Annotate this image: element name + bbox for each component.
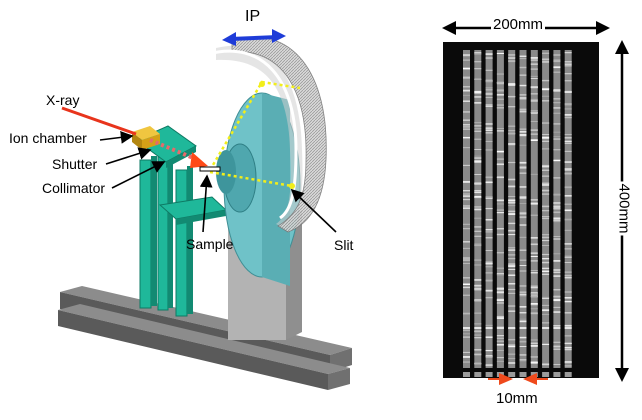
sample xyxy=(199,166,221,172)
ip-image-panel xyxy=(443,42,599,378)
base-platform xyxy=(58,286,352,390)
ip-label: IP xyxy=(245,8,261,25)
ip-strip xyxy=(496,50,504,368)
ip-strip xyxy=(519,50,527,368)
ip-strip xyxy=(564,50,572,368)
strip-width-arrows xyxy=(488,373,548,385)
slit-label: Slit xyxy=(334,237,354,253)
collimator-label: Collimator xyxy=(42,180,106,196)
strip-group xyxy=(463,50,572,377)
strip-width-label: 10mm xyxy=(496,390,538,407)
imaging-plate xyxy=(207,36,327,233)
width-label: 200mm xyxy=(491,16,546,33)
scatter-beams xyxy=(208,80,301,189)
ion-chamber-label: Ion chamber xyxy=(9,130,87,146)
ip-strip xyxy=(542,50,550,368)
ip-strip xyxy=(463,50,470,368)
leader-arrows xyxy=(99,131,337,233)
shutter-label: Shutter xyxy=(52,156,98,172)
collimator-stand xyxy=(135,125,228,317)
ip-strip xyxy=(508,50,516,368)
x-ray-label: X-ray xyxy=(46,92,80,108)
ip-arrow xyxy=(222,29,286,46)
x-ray-beam xyxy=(61,106,208,168)
detector-drum xyxy=(216,92,301,286)
sample-label: Sample xyxy=(186,236,234,252)
ip-strip xyxy=(530,50,538,368)
height-label: 400mm xyxy=(615,181,633,236)
